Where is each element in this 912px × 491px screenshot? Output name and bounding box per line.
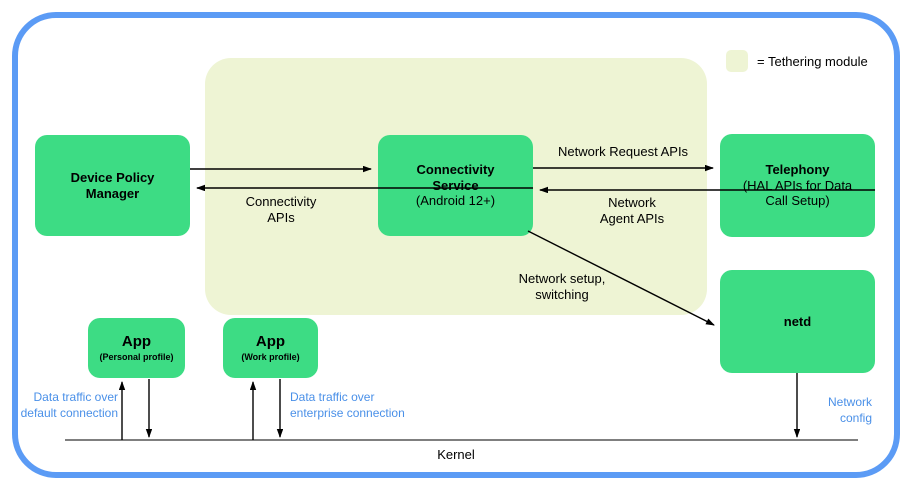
- edge-label-network-setup-switching: Network setup, switching: [503, 271, 621, 304]
- node-subtitle-line2: Call Setup): [765, 193, 830, 209]
- edge-label-line1: Network: [608, 195, 656, 210]
- node-title: App: [255, 333, 286, 351]
- node-title-line2: Manager: [85, 185, 140, 201]
- node-title: Connectivity: [416, 161, 495, 177]
- edge-label-network-request-apis: Network Request APIs: [558, 144, 688, 160]
- node-device-policy-manager[interactable]: Device Policy Manager: [35, 135, 190, 236]
- node-title-line2: Service: [432, 177, 479, 193]
- edge-label-line1: Network setup,: [518, 271, 606, 286]
- annotation-line1: Data traffic over: [33, 390, 118, 404]
- node-netd[interactable]: netd: [720, 270, 875, 373]
- edge-label-line2: APIs: [267, 210, 295, 226]
- annotation-line2: config: [839, 410, 872, 425]
- node-connectivity-service[interactable]: Connectivity Service (Android 12+): [378, 135, 533, 236]
- node-app-personal-profile[interactable]: App (Personal profile): [88, 318, 185, 378]
- node-title: Telephony: [765, 161, 830, 177]
- node-title: Device Policy: [70, 169, 155, 185]
- node-telephony[interactable]: Telephony (HAL APIs for Data Call Setup): [720, 134, 875, 237]
- device-boundary-frame: [12, 12, 900, 478]
- annotation-network-config: Network config: [760, 395, 872, 426]
- node-subtitle: (Personal profile): [99, 351, 174, 362]
- annotation-line2: enterprise connection: [290, 405, 405, 420]
- node-subtitle: (Android 12+): [415, 193, 496, 209]
- legend-label: = Tethering module: [757, 53, 868, 69]
- annotation-enterprise-connection: Data traffic over enterprise connection: [290, 390, 405, 421]
- edge-label-line1: Network Request APIs: [558, 144, 689, 159]
- legend-swatch-tethering: [726, 50, 748, 72]
- edge-label-connectivity-apis: Connectivity APIs: [232, 194, 330, 227]
- node-subtitle: (HAL APIs for Data: [742, 177, 853, 193]
- legend: = Tethering module: [726, 50, 868, 72]
- kernel-label: Kernel: [437, 447, 475, 462]
- node-title: netd: [783, 313, 812, 329]
- node-app-work-profile[interactable]: App (Work profile): [223, 318, 318, 378]
- annotation-line1: Data traffic over: [290, 390, 375, 404]
- node-title: App: [121, 333, 152, 351]
- edge-label-line2: switching: [535, 287, 589, 303]
- edge-label-network-agent-apis: Network Agent APIs: [577, 195, 687, 228]
- annotation-default-connection: Data traffic over default connection: [0, 390, 118, 421]
- node-subtitle: (Work profile): [241, 351, 300, 362]
- edge-label-line2: Agent APIs: [599, 211, 665, 227]
- edge-label-line1: Connectivity: [245, 194, 317, 209]
- annotation-line2: default connection: [20, 405, 118, 420]
- annotation-line1: Network: [827, 395, 872, 409]
